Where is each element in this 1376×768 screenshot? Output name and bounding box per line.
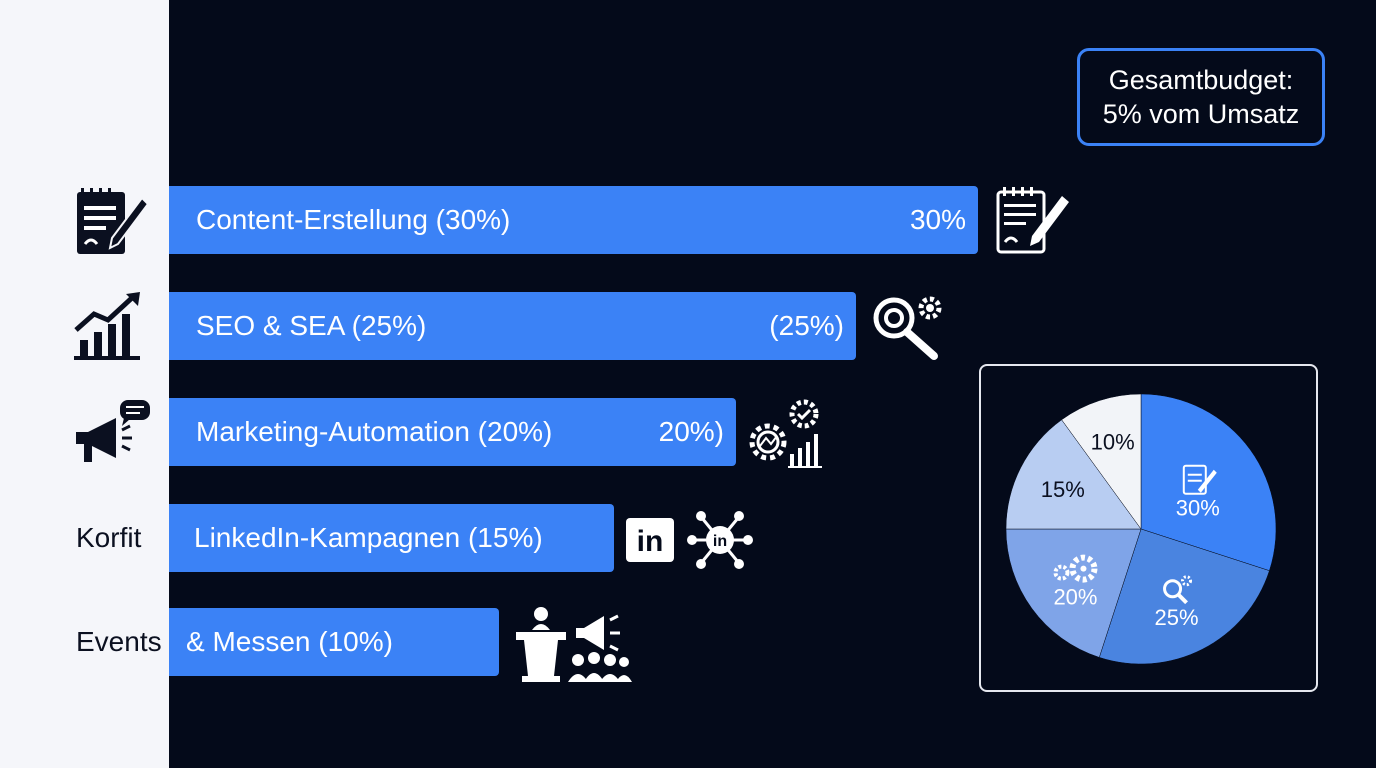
bar-label: Marketing-Automation (20%) — [196, 416, 553, 447]
bar-label: LinkedIn-Kampagnen (15%) — [194, 522, 543, 553]
left-panel — [0, 0, 169, 768]
pie-chart: 30% 25% 20% 15%10% — [1005, 393, 1277, 665]
svg-text:in: in — [713, 533, 727, 550]
search-gear-icon — [1163, 575, 1193, 605]
linkedin-network-icon: in in — [626, 511, 753, 569]
pie-slice-label: 30% — [1176, 496, 1220, 521]
pie-slice-label: 25% — [1155, 605, 1199, 630]
korfit-label: Korfit — [76, 522, 142, 553]
budget-title: Gesamtbudget: — [1108, 65, 1294, 95]
budget-value: 5% vom Umsatz — [1102, 99, 1300, 129]
bar-label: SEO & SEA (25%) — [196, 310, 427, 341]
notepad-pen-icon — [996, 187, 1069, 254]
podium-audience-icon — [516, 607, 632, 682]
bar-value-label: (25%) — [769, 310, 844, 341]
megaphone-chat-icon — [76, 400, 150, 462]
pie-chart-frame: 30% 25% 20% 15%10% — [979, 364, 1318, 692]
bar-events-messen: & Messen (10%) — [169, 608, 499, 676]
pie-slice-label: 15% — [1041, 477, 1085, 502]
bar-value-label: 30% — [909, 204, 966, 235]
bar-content-erstellung: Content-Erstellung (30%) 30% — [169, 186, 978, 254]
gears-chart-icon — [749, 399, 822, 468]
bar-seo-sea: SEO & SEA (25%) (25%) — [169, 292, 856, 360]
pie-slice — [1005, 419, 1142, 530]
pie-slice — [1005, 528, 1142, 658]
growth-chart-icon — [74, 292, 140, 360]
pie-slice-label: 20% — [1053, 585, 1097, 610]
notepad-pen-icon — [1182, 464, 1217, 495]
bar-linkedin-kampagnen: LinkedIn-Kampagnen (15%) — [169, 504, 614, 572]
notepad-pen-icon — [77, 188, 150, 254]
pie-slice — [1061, 393, 1142, 530]
bar-label: Content-Erstellung (30%) — [196, 204, 511, 235]
bar-marketing-automation: Marketing-Automation (20%) 20%) — [169, 398, 736, 466]
bar-label: & Messen (10%) — [186, 626, 393, 657]
svg-text:in: in — [637, 525, 664, 558]
pie-slice — [1098, 528, 1270, 665]
pie-slice-label: 10% — [1091, 430, 1135, 455]
total-budget-box: Gesamtbudget: 5% vom Umsatz — [1077, 48, 1325, 146]
bar-value-label: 20%) — [658, 416, 724, 447]
search-gear-icon — [873, 296, 942, 360]
events-label: Events — [76, 626, 162, 657]
